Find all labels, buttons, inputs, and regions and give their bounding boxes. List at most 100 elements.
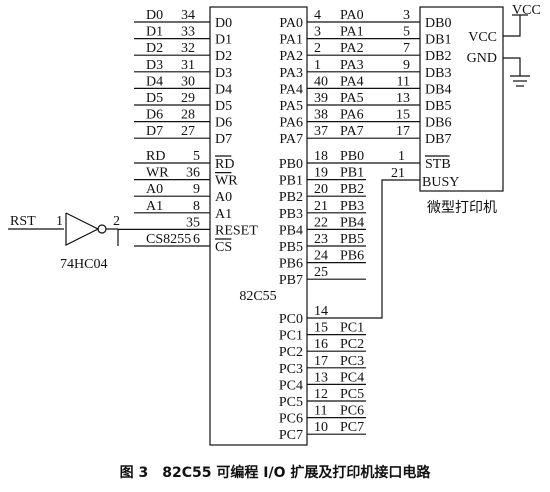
- pin-number: 24: [314, 249, 328, 264]
- printer-pin-number: 1: [398, 149, 405, 164]
- chip-pin-pc0: PC0: [279, 312, 303, 327]
- pin-number: 1: [314, 58, 321, 73]
- net-label-pc3: PC3: [340, 354, 364, 369]
- chip-pin-pc2: PC2: [279, 345, 303, 360]
- net-label-pa0: PA0: [340, 8, 364, 23]
- chip-pin-pa6: PA6: [279, 116, 303, 131]
- chip-pin-a1: A1: [215, 207, 232, 222]
- chip-pin-pc7: PC7: [279, 428, 303, 443]
- signal-a1: A1: [146, 199, 163, 214]
- printer-pin-number: 3: [403, 8, 410, 23]
- printer-pin-stb: STB: [425, 157, 451, 172]
- pin-number: 13: [314, 370, 328, 385]
- net-label-pc1: PC1: [340, 321, 364, 336]
- pin-number: 19: [314, 166, 328, 181]
- printer-pin-number: 5: [403, 25, 410, 40]
- pin-number: 23: [314, 232, 328, 247]
- chip-pin-pa1: PA1: [279, 33, 303, 48]
- chip-pin-pa4: PA4: [279, 82, 303, 97]
- printer-pin-busy: BUSY: [422, 175, 459, 190]
- pin-number: 32: [181, 41, 195, 56]
- pin-number: 9: [193, 182, 200, 197]
- chip-pin-pb5: PB5: [279, 240, 303, 255]
- signal-rd: RD: [146, 149, 165, 164]
- net-label-pb4: PB4: [340, 215, 364, 230]
- pin-number: 4: [314, 8, 321, 23]
- pin-number: 16: [314, 337, 328, 352]
- pin-number: 33: [181, 25, 195, 40]
- pin-number: 15: [314, 321, 328, 336]
- chip-pin-pc4: PC4: [279, 378, 303, 393]
- chip-82c55-body: [209, 6, 308, 446]
- net-vcc: [503, 15, 521, 37]
- inverter-pin-number: 2: [113, 214, 120, 229]
- pin-number: 14: [314, 304, 328, 319]
- chip-pin-pb1: PB1: [279, 174, 303, 189]
- pin-number: 35: [186, 215, 200, 230]
- chip-pin-pb7: PB7: [279, 273, 303, 288]
- net-label-pb3: PB3: [340, 199, 364, 214]
- signal-wr: WR: [146, 166, 169, 181]
- chip-pin-pa3: PA3: [279, 66, 303, 81]
- chip-pin-wr: WR: [215, 174, 238, 189]
- chip-pin-pb0: PB0: [279, 157, 303, 172]
- net-label-pb2: PB2: [340, 182, 364, 197]
- chip-pin-pa2: PA2: [279, 49, 303, 64]
- signal-d6: D6: [146, 108, 163, 123]
- pin-number: 6: [193, 232, 200, 247]
- printer-pin-number: 17: [396, 124, 410, 139]
- pin-number: 34: [181, 8, 195, 23]
- inverter-triangle: [65, 212, 100, 246]
- signal-a0: A0: [146, 182, 163, 197]
- net-label-pc6: PC6: [340, 404, 364, 419]
- printer-pin-db3: DB3: [425, 66, 451, 81]
- chip-pin-pc5: PC5: [279, 395, 303, 410]
- pin-number: 27: [181, 124, 195, 139]
- chip-name-label: 82C55: [239, 289, 276, 304]
- chip-pin-d3: D3: [215, 66, 232, 81]
- pin-number: 25: [314, 265, 328, 280]
- chip-pin-cs: CS: [215, 240, 232, 255]
- pin-number: 36: [186, 166, 200, 181]
- chip-pin-pc3: PC3: [279, 362, 303, 377]
- printer-pin-gnd: GND: [467, 51, 497, 66]
- chip-pin-pb3: PB3: [279, 207, 303, 222]
- net-label-pa4: PA4: [340, 74, 364, 89]
- printer-pin-number: 9: [403, 58, 410, 73]
- signal-d4: D4: [146, 74, 163, 89]
- net-label-pa7: PA7: [340, 124, 364, 139]
- printer-body: [419, 6, 504, 192]
- signal-d0: D0: [146, 8, 163, 23]
- chip-pin-pb4: PB4: [279, 223, 303, 238]
- pin-number: 21: [314, 199, 328, 214]
- chip-pin-pb6: PB6: [279, 257, 303, 272]
- chip-pin-reset: RESET: [215, 223, 258, 238]
- net-gnd: [503, 57, 521, 76]
- pin-number: 30: [181, 74, 195, 89]
- chip-pin-pa7: PA7: [279, 132, 303, 147]
- printer-pin-number: 13: [396, 91, 410, 106]
- net-label-pb5: PB5: [340, 232, 364, 247]
- chip-pin-d2: D2: [215, 49, 232, 64]
- signal-rst: RST: [10, 214, 36, 229]
- net-busy: [366, 179, 420, 319]
- signal-d7: D7: [146, 124, 163, 139]
- printer-pin-db1: DB1: [425, 33, 451, 48]
- printer-name-label: 微型打印机: [427, 199, 497, 216]
- printer-pin-db7: DB7: [425, 132, 451, 147]
- chip-pin-pc1: PC1: [279, 329, 303, 344]
- figure-caption: 图 3 82C55 可编程 I/O 扩展及打印机接口电路: [119, 465, 431, 481]
- pin-number: 12: [314, 387, 328, 402]
- vcc-label: VCC: [512, 3, 541, 18]
- pin-number: 8: [193, 199, 200, 214]
- chip-pin-d5: D5: [215, 99, 232, 114]
- pin-number: 10: [314, 420, 328, 435]
- chip-pin-rd: RD: [215, 157, 234, 172]
- chip-pin-pc6: PC6: [279, 412, 303, 427]
- printer-pin-number: 21: [391, 166, 405, 181]
- net-label-pc7: PC7: [340, 420, 364, 435]
- signal-cs8255: CS8255: [146, 232, 191, 247]
- pin-number: 31: [181, 58, 195, 73]
